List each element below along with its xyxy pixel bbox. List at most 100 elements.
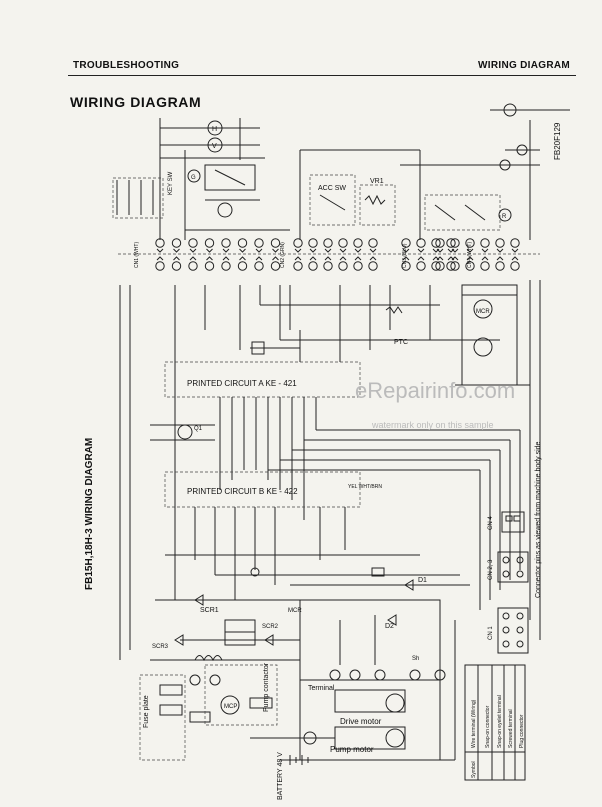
connector-pin bbox=[401, 261, 411, 271]
connector-chevron bbox=[417, 248, 425, 253]
connector-chevron bbox=[369, 256, 377, 261]
connector-pin bbox=[323, 238, 333, 248]
connector-pin bbox=[293, 261, 303, 271]
cn3-label: CN3 (BLU) bbox=[402, 243, 408, 268]
svg-text:G: G bbox=[191, 175, 196, 181]
vr1-label: VR1 bbox=[370, 178, 384, 185]
q1-label: Q1 bbox=[194, 426, 203, 432]
connector-pin bbox=[446, 238, 456, 248]
figure-code: FB20F129 bbox=[553, 122, 562, 160]
connector-pin bbox=[480, 238, 490, 248]
connector-chevron bbox=[466, 256, 474, 261]
connector-pin bbox=[480, 261, 490, 271]
scr1-label: SCR1 bbox=[200, 607, 219, 614]
connector-chevron bbox=[324, 248, 332, 253]
connector-pin bbox=[416, 261, 426, 271]
connector-chevron bbox=[436, 256, 444, 261]
connector-chevron bbox=[339, 256, 347, 261]
connector-pin bbox=[431, 238, 441, 248]
header-rule bbox=[68, 75, 576, 76]
connector-pin bbox=[495, 238, 505, 248]
connector-chevron bbox=[156, 256, 164, 261]
connector-chevron bbox=[496, 256, 504, 261]
connector-pin bbox=[204, 261, 215, 271]
connector-chevron bbox=[189, 248, 197, 253]
connector-pin bbox=[510, 238, 520, 248]
connector-pin bbox=[416, 238, 426, 248]
connector-chevron bbox=[511, 248, 519, 253]
connector-chevron bbox=[369, 248, 377, 253]
connector-pin bbox=[270, 238, 281, 248]
connector-chevron bbox=[255, 248, 263, 253]
terminal-label: Terminal bbox=[308, 685, 335, 692]
connector-chevron bbox=[294, 256, 302, 261]
connector-pin bbox=[237, 238, 248, 248]
connector-chevron bbox=[255, 256, 263, 261]
connector-chevron bbox=[511, 256, 519, 261]
connector-chevron bbox=[451, 248, 459, 253]
connector-pin bbox=[221, 238, 231, 248]
connector-pin bbox=[155, 261, 165, 271]
connector-chevron bbox=[173, 256, 180, 261]
middle-wiring bbox=[119, 280, 541, 660]
connector-chevron bbox=[239, 248, 246, 253]
legend-row: Plug connector bbox=[519, 714, 525, 748]
page-header: WIRING DIAGRAM bbox=[478, 60, 570, 71]
connector-chevron bbox=[189, 256, 197, 261]
connector-pin bbox=[435, 238, 445, 248]
connector-chevron bbox=[222, 248, 230, 253]
connector-pin bbox=[188, 261, 198, 271]
connector-pin bbox=[171, 261, 182, 271]
svg-text:H: H bbox=[212, 126, 217, 133]
connector-chevron bbox=[156, 248, 164, 253]
connector-pin bbox=[204, 238, 215, 248]
cn1-label: CN1 (WHT) bbox=[134, 242, 140, 268]
connector-pin bbox=[237, 261, 248, 271]
legend-row: Snap-on connector bbox=[485, 705, 491, 748]
connector-pin bbox=[308, 261, 318, 271]
connector-chevron bbox=[451, 256, 459, 261]
legend-row: Wire terminal (Wiring) bbox=[471, 699, 477, 748]
connector-rows bbox=[118, 238, 540, 271]
connector-pin bbox=[270, 261, 281, 271]
connector-pin bbox=[254, 238, 264, 248]
connector-pin bbox=[171, 238, 182, 248]
battery-label: BATTERY 48 V bbox=[277, 752, 284, 800]
d2-label: D2 bbox=[385, 623, 394, 630]
side-title: FB15H,18H-3 WIRING DIAGRAM bbox=[84, 438, 95, 590]
connector-pin bbox=[368, 261, 378, 271]
connector-pin bbox=[338, 261, 348, 271]
pump-motor-label: Pump motor bbox=[330, 745, 374, 754]
svg-text:V: V bbox=[212, 143, 217, 150]
key-sw-label: KEY SW bbox=[168, 171, 174, 195]
mcr-bottom-label: MCR bbox=[288, 608, 302, 614]
key-switch-area: G R bbox=[184, 120, 531, 240]
cn4-label: CN4 (WHT) bbox=[467, 242, 473, 268]
connector-chevron bbox=[466, 248, 474, 253]
scr2-label: SCR2 bbox=[262, 624, 279, 630]
connector-pin bbox=[368, 238, 378, 248]
connector-pin bbox=[338, 238, 348, 248]
connector-pin bbox=[155, 238, 165, 248]
symbol-legend bbox=[464, 664, 526, 781]
connector-pin bbox=[293, 238, 303, 248]
connector-pin bbox=[323, 261, 333, 271]
pcb-lower-wiring bbox=[155, 507, 470, 606]
connector-chevron bbox=[272, 248, 279, 253]
legend-row: Screwed terminal bbox=[508, 709, 514, 748]
svg-text:R: R bbox=[502, 214, 507, 220]
legend-header: Symbol bbox=[471, 761, 477, 778]
legend-row: Snap-on eyelet terminal bbox=[497, 695, 503, 748]
connector-pin bbox=[353, 238, 363, 248]
connector-pin bbox=[495, 261, 505, 271]
pca-to-pcb-bundle bbox=[150, 397, 521, 610]
power-circuit bbox=[139, 599, 456, 765]
connector-chevron bbox=[354, 256, 362, 261]
connector-chevron bbox=[324, 256, 332, 261]
connector-chevron bbox=[417, 256, 425, 261]
connector-chevron bbox=[206, 256, 213, 261]
connector-chevron bbox=[496, 248, 504, 253]
connector-chevron bbox=[436, 248, 444, 253]
d1-label: D1 bbox=[418, 577, 427, 584]
